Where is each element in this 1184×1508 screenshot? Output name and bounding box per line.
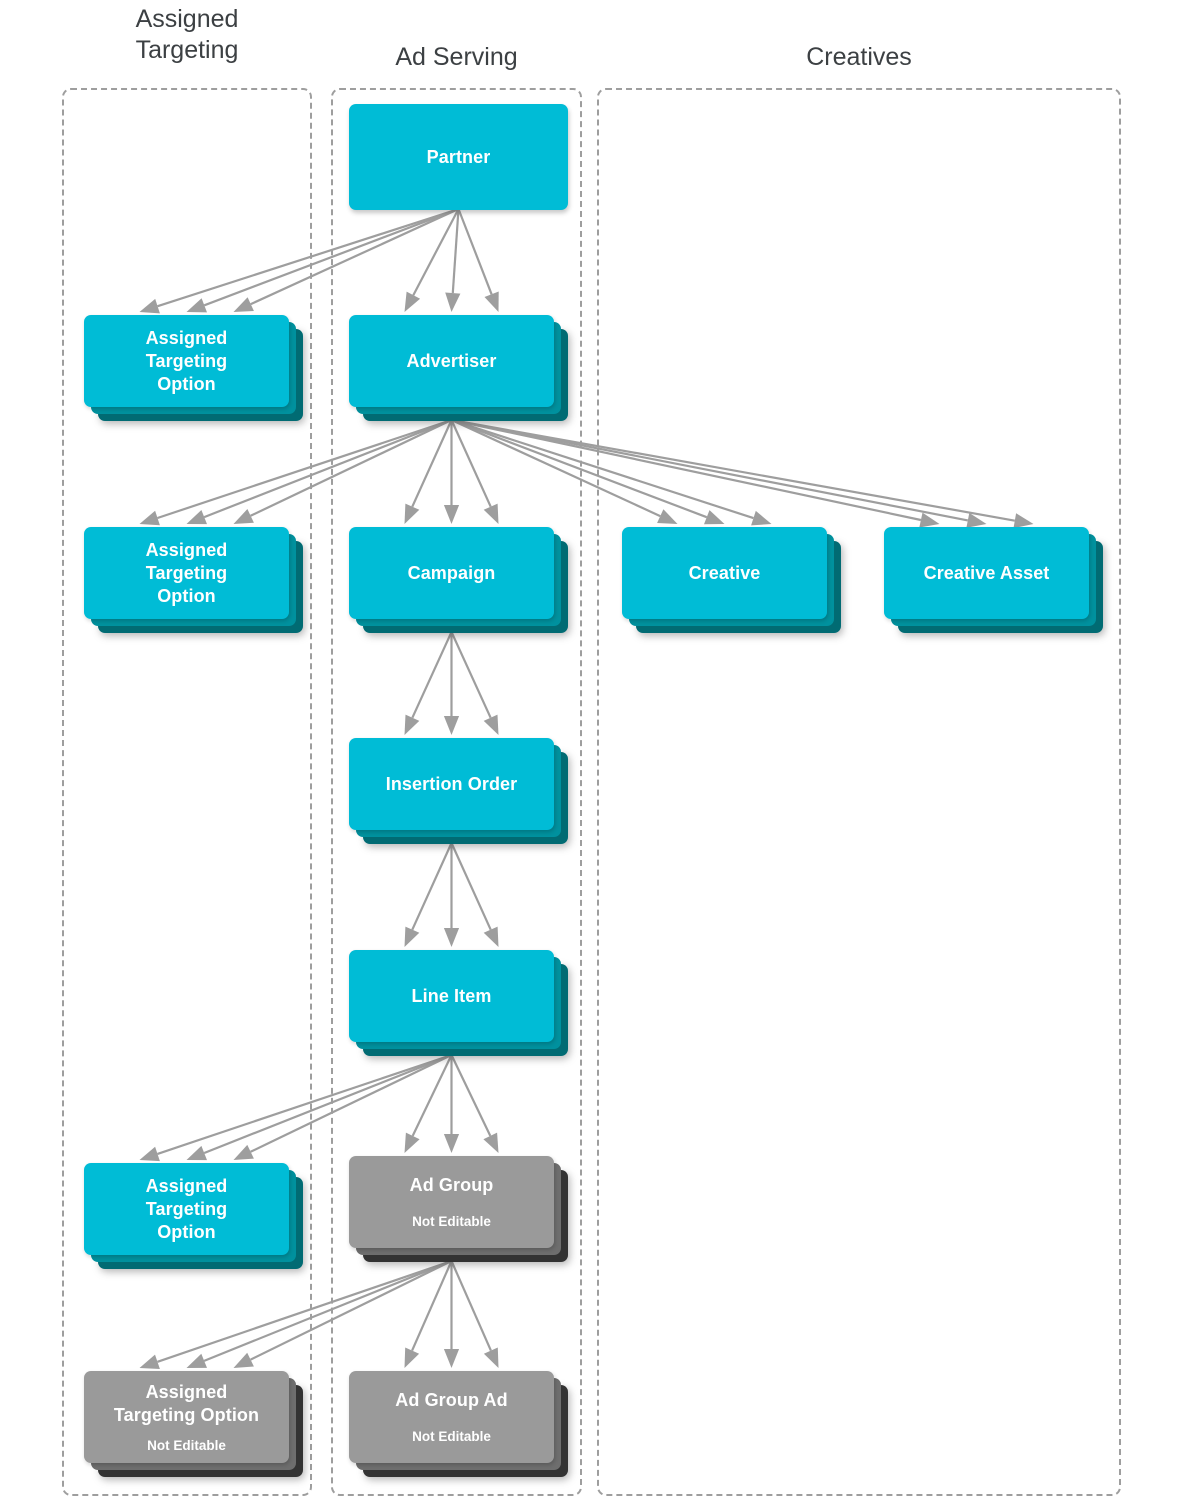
node-face: Assigned Targeting Option (84, 527, 289, 619)
node-face: Ad Group Not Editable (349, 1156, 554, 1248)
node-face: Assigned Targeting Option (84, 315, 289, 407)
node-insertion-order[interactable]: Insertion Order (349, 738, 568, 844)
node-label-line-3: Option (157, 1221, 216, 1242)
node-face: Line Item (349, 950, 554, 1042)
group-box-assigned-targeting (62, 88, 312, 1496)
node-partner[interactable]: Partner (349, 104, 568, 210)
node-face: Creative (622, 527, 827, 619)
node-label: Advertiser (406, 350, 497, 371)
node-label: Assigned Targeting Option (114, 1381, 259, 1427)
node-campaign[interactable]: Campaign (349, 527, 568, 633)
node-assigned-targeting-option-advertiser[interactable]: Assigned Targeting Option (84, 527, 303, 633)
node-label-line-1: Assigned (145, 1381, 228, 1402)
node-assigned-targeting-option-partner[interactable]: Assigned Targeting Option (84, 315, 303, 421)
column-title-line-1: Assigned (135, 5, 239, 33)
node-face: Assigned Targeting Option Not Editable (84, 1371, 289, 1463)
node-label-line-1: Assigned (145, 327, 228, 348)
node-label-line-2: Targeting (145, 350, 228, 371)
node-face: Advertiser (349, 315, 554, 407)
node-face: Assigned Targeting Option (84, 1163, 289, 1255)
column-title-line-2: Targeting (135, 36, 239, 64)
node-ad-group-ad[interactable]: Ad Group Ad Not Editable (349, 1371, 568, 1477)
node-label: Insertion Order (385, 773, 518, 794)
node-ad-group[interactable]: Ad Group Not Editable (349, 1156, 568, 1262)
node-line-item[interactable]: Line Item (349, 950, 568, 1056)
node-label: Assigned Targeting Option (146, 539, 228, 608)
node-label-line-2: Targeting Option (113, 1404, 260, 1425)
node-label: Assigned Targeting Option (146, 327, 228, 396)
node-face: Creative Asset (884, 527, 1089, 619)
node-label: Partner (426, 146, 491, 167)
node-face: Campaign (349, 527, 554, 619)
column-title-creatives: Creatives (806, 43, 912, 71)
node-partner-face: Partner (349, 104, 568, 210)
column-title-assigned-targeting: Assigned Targeting (62, 4, 312, 66)
node-face: Insertion Order (349, 738, 554, 830)
node-label: Ad Group (409, 1175, 494, 1195)
node-label: Creative (688, 562, 761, 583)
node-label: Creative Asset (923, 562, 1050, 583)
node-face: Ad Group Ad Not Editable (349, 1371, 554, 1463)
node-label: Line Item (411, 985, 492, 1006)
node-sublabel: Not Editable (412, 1214, 491, 1229)
node-label-line-1: Assigned (145, 539, 228, 560)
node-label: Assigned Targeting Option (146, 1175, 228, 1244)
node-label: Ad Group Ad (395, 1390, 508, 1410)
node-assigned-targeting-option-ad-group[interactable]: Assigned Targeting Option Not Editable (84, 1371, 303, 1477)
node-creative[interactable]: Creative (622, 527, 841, 633)
node-assigned-targeting-option-line-item[interactable]: Assigned Targeting Option (84, 1163, 303, 1269)
node-label-line-3: Option (157, 373, 216, 394)
group-box-creatives (597, 88, 1121, 1496)
node-label-line-2: Targeting (145, 1198, 228, 1219)
node-sublabel: Not Editable (412, 1429, 491, 1444)
node-label-line-1: Assigned (145, 1175, 228, 1196)
node-label-line-3: Option (157, 585, 216, 606)
node-label: Campaign (407, 562, 496, 583)
node-advertiser[interactable]: Advertiser (349, 315, 568, 421)
node-label-line-2: Targeting (145, 562, 228, 583)
node-sublabel: Not Editable (147, 1437, 226, 1453)
column-title-ad-serving: Ad Serving (395, 43, 518, 71)
node-creative-asset[interactable]: Creative Asset (884, 527, 1103, 633)
group-box-ad-serving (331, 88, 582, 1496)
